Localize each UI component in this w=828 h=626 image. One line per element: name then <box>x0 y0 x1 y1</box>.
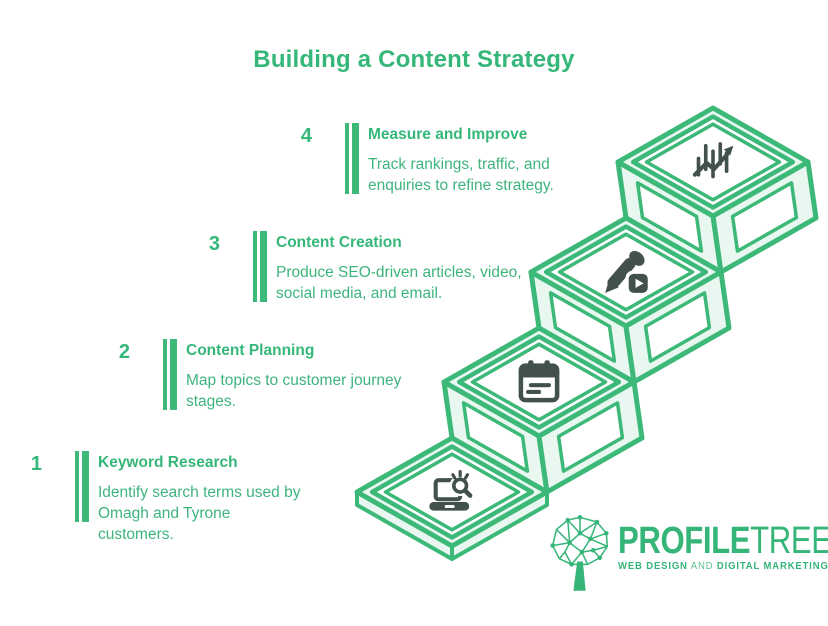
page-title: Building a Content Strategy <box>253 46 575 73</box>
logo-name-light: TREE <box>750 520 828 562</box>
step-riser-right-inset <box>643 291 712 363</box>
step-number: 3 <box>208 233 220 255</box>
step-number: 4 <box>300 125 312 147</box>
step-item-1: 1 Keyword Research Identify search terms… <box>18 451 310 545</box>
step-title: Content Creation <box>276 234 402 251</box>
step-item-2: 2 Content Planning Map topics to custome… <box>106 339 408 412</box>
step-riser-right-inset <box>556 401 625 473</box>
step-riser-left-inset <box>635 181 704 253</box>
step-title: Content Planning <box>186 342 315 359</box>
tree-network-icon <box>549 514 610 592</box>
step-riser-right-inset <box>730 181 799 253</box>
step-accent-bar <box>163 339 177 410</box>
step-description: Track rankings, traffic, and enquiries t… <box>368 156 554 194</box>
step-title: Keyword Research <box>98 454 238 471</box>
step-accent-bar <box>253 231 267 302</box>
step-riser-left-inset <box>461 401 530 473</box>
logo-tagline: WEB DESIGN AND DIGITAL MARKETING <box>618 561 828 572</box>
logo-name-bold: PROFILE <box>618 520 751 562</box>
staircase-step-4 <box>615 105 819 275</box>
staircase-step-2 <box>441 325 645 495</box>
step-item-4: 4 Measure and Improve Track rankings, tr… <box>288 123 573 196</box>
step-title: Measure and Improve <box>368 126 528 143</box>
step-accent-bar <box>345 123 359 194</box>
logo-wordmark: PROFILETREE <box>618 522 828 560</box>
staircase-step-3 <box>528 215 732 385</box>
step-top-inner <box>470 342 608 422</box>
staircase-step-1 <box>354 435 550 561</box>
step-accent-bar <box>75 451 89 522</box>
step-description: Produce SEO-driven articles, video, soci… <box>276 264 522 302</box>
step-description: Identify search terms used by Omagh and … <box>98 484 301 543</box>
step-description: Map topics to customer journey stages. <box>186 372 402 410</box>
step-number: 2 <box>118 341 130 363</box>
step-riser-left-inset <box>548 291 617 363</box>
step-number: 1 <box>30 453 42 475</box>
step-item-3: 3 Content Creation Produce SEO-driven ar… <box>196 231 534 304</box>
profiletree-logo: PROFILETREE WEB DESIGN AND DIGITAL MARKE… <box>548 514 828 594</box>
